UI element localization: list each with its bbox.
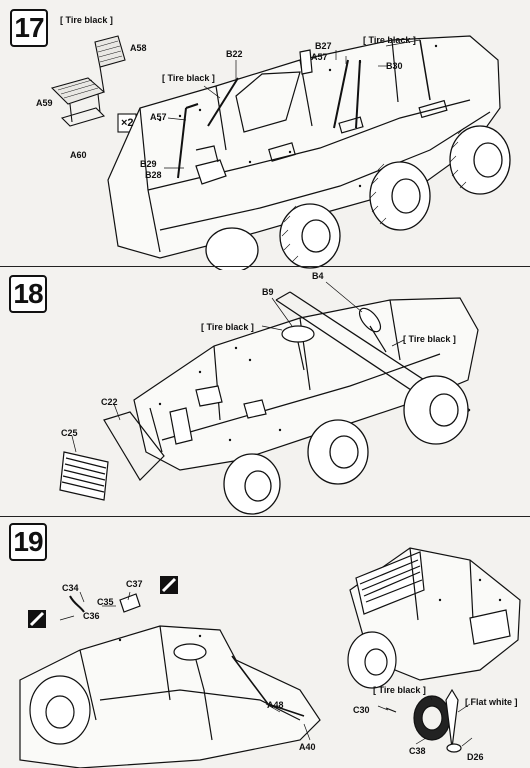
step-19-callout-a48: A48	[267, 700, 284, 710]
step-17-callout-a57-top: A57	[311, 52, 328, 62]
step-18-paint-label-a: [ Tire black ]	[201, 322, 254, 332]
step-19-callout-c30: C30	[353, 705, 370, 715]
step-19-drawing	[19, 547, 521, 768]
step-17-quantity-x2: ×2	[121, 117, 134, 129]
step-18-drawing	[59, 281, 479, 515]
step-17-callout-b28: B28	[145, 170, 162, 180]
step-19-callout-c35: C35	[97, 597, 114, 607]
step-19-callout-c36: C36	[83, 611, 100, 621]
step-18-callout-c22: C22	[101, 397, 118, 407]
step-17-paint-label-c: [ Tire black ]	[363, 35, 416, 45]
step-19-callout-c34: C34	[62, 583, 79, 593]
step-19-callout-a40: A40	[299, 742, 316, 752]
step-17-paint-label-b: [ Tire black ]	[162, 73, 215, 83]
step-17-number: 17	[10, 9, 48, 47]
step-17-callout-a58: A58	[130, 43, 147, 53]
step-17-paint-label-a: [ Tire black ]	[60, 15, 113, 25]
step-divider-17-18	[0, 266, 530, 267]
step-19-paint-label-tire-black: [ Tire black ]	[373, 685, 426, 695]
step-19-callout-c37: C37	[126, 579, 143, 589]
step-18-callout-b4: B4	[312, 271, 324, 281]
step-18-callout-b9: B9	[262, 287, 274, 297]
step-19-callout-c38: C38	[409, 746, 426, 756]
step-17-callout-a59: A59	[36, 98, 53, 108]
step-19-callout-d26: D26	[467, 752, 484, 762]
step-18-number: 18	[9, 275, 47, 313]
step-17-callout-a60: A60	[70, 150, 87, 160]
step-18-paint-label-b: [ Tire black ]	[403, 334, 456, 344]
step-17-drawing	[50, 35, 511, 270]
step-17-callout-b29: B29	[140, 159, 157, 169]
step-19-paint-label-flat-white: [ Flat white ]	[465, 697, 518, 707]
step-17-callout-b27: B27	[315, 41, 332, 51]
step-17-callout-a57-left: A57	[150, 112, 167, 122]
step-19-number: 19	[9, 523, 47, 561]
step-17-callout-b30: B30	[386, 61, 403, 71]
step-divider-18-19	[0, 516, 530, 517]
step-18-callout-c25: C25	[61, 428, 78, 438]
step-17-callout-b22: B22	[226, 49, 243, 59]
